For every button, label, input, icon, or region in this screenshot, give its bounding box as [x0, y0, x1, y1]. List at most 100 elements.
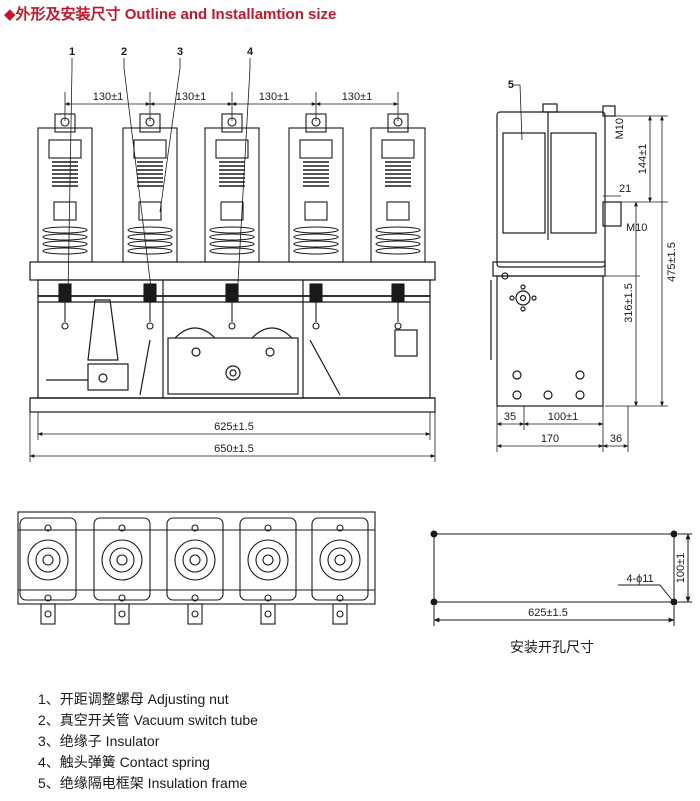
insulator-cap [304, 201, 328, 221]
dim-475-label: 475±1.5 [666, 242, 678, 282]
insulator-shed [42, 233, 88, 241]
side-dimensions [496, 84, 668, 452]
top-unit-body [93, 517, 151, 601]
side-view [490, 103, 622, 407]
legend-text: 触头弹簧 Contact spring [59, 754, 210, 770]
top-unit-ring [182, 547, 208, 573]
top-unit-ring [174, 539, 216, 581]
parts-legend: 1、开距调整螺母 Adjusting nut 2、真空开关管 Vacuum sw… [38, 689, 258, 794]
dim-100-label: 100±1 [548, 411, 579, 423]
top-unit-bolt [118, 610, 126, 618]
top-unit-bolt [44, 524, 52, 532]
thread-top-label: M10 [614, 118, 626, 139]
top-unit [93, 517, 151, 625]
top-unit-ring [255, 547, 281, 573]
mechanism-block [167, 337, 299, 395]
pitch-label: 130±1 [259, 91, 290, 103]
pole-housing [122, 127, 178, 263]
top-unit-bolt [264, 594, 272, 602]
legend-item: 4、触头弹簧 Contact spring [38, 752, 258, 773]
pole [204, 113, 260, 330]
side-dim-text: 5 M10 M10 144±1 21 475±1.5 316±1.5 35 10… [504, 79, 678, 445]
top-unit-terminal [114, 603, 130, 625]
top-unit-body [239, 517, 297, 601]
top-unit-ring [27, 539, 69, 581]
top-unit-bolt [44, 594, 52, 602]
top-unit-body [311, 517, 369, 601]
mounting-dim-text: 100±1 625±1.5 4-ϕ11 [528, 553, 687, 619]
mounting-hole [670, 598, 678, 606]
contact-spring [143, 283, 157, 303]
insulator-shed [127, 240, 173, 248]
top-unit-ring [327, 547, 353, 573]
top-unit-bolt [191, 610, 199, 618]
front-dimensions [29, 58, 436, 462]
page-title: ◆外形及安装尺寸 Outline and Installamtion size [4, 6, 337, 23]
top-unit-bolt [264, 610, 272, 618]
width-outer-label: 650±1.5 [214, 443, 254, 455]
mounting-drawing [430, 530, 692, 626]
top-unit-ring [109, 547, 135, 573]
top-unit-ring [101, 539, 143, 581]
top-unit [239, 517, 297, 625]
top-unit-bolt [264, 524, 272, 532]
insulator-shed [209, 247, 255, 255]
callout-label: 2 [121, 46, 127, 58]
pole [288, 113, 344, 330]
contact-spring [309, 283, 323, 303]
insulator-shed [209, 233, 255, 241]
insulator-shed [375, 226, 421, 234]
mounting-caption: 安装开孔尺寸 [510, 639, 594, 655]
pole [122, 113, 178, 330]
contact-spring [225, 283, 239, 303]
top-unit-bolt [336, 594, 344, 602]
terminal-block [381, 139, 415, 159]
pole-housing [288, 127, 344, 263]
top-unit-hub [42, 554, 54, 566]
top-unit-body [19, 517, 77, 601]
side-terminal [602, 201, 622, 227]
insulator-shed [127, 247, 173, 255]
mounting-width-label: 625±1.5 [528, 607, 568, 619]
top-unit [166, 517, 224, 625]
front-view [29, 261, 436, 413]
pitch-label: 130±1 [176, 91, 207, 103]
top-unit-hub [262, 554, 274, 566]
legend-item: 1、开距调整螺母 Adjusting nut [38, 689, 258, 710]
pole-housing [370, 127, 426, 263]
insulator-shed [42, 240, 88, 248]
pole [37, 113, 93, 330]
legend-number: 3、 [38, 733, 60, 749]
dim-316-label: 316±1.5 [623, 283, 635, 323]
terminal-block [133, 139, 167, 159]
poles [37, 113, 426, 330]
pole [370, 113, 426, 330]
contact-spring [391, 283, 405, 303]
push-rod-nut [394, 322, 402, 330]
insulator-shed [375, 247, 421, 255]
side-window-right [550, 132, 597, 234]
legend-number: 5、 [38, 775, 60, 791]
terminal-block [215, 139, 249, 159]
width-inner-label: 625±1.5 [214, 421, 254, 433]
push-rod-nut [228, 322, 236, 330]
top-unit-hub [334, 554, 346, 566]
top-unit [19, 517, 77, 625]
mounting-hole [430, 598, 438, 606]
insulator-shed [209, 240, 255, 248]
legend-item: 2、真空开关管 Vacuum switch tube [38, 710, 258, 731]
mounting-height-label: 100±1 [675, 553, 687, 584]
legend-text: 开距调整螺母 Adjusting nut [59, 691, 229, 707]
mounting-hole [430, 530, 438, 538]
legend-text: 绝缘隔电框架 Insulation frame [59, 775, 248, 791]
top-unit [311, 517, 369, 625]
legend-number: 1、 [38, 691, 60, 707]
legend-number: 4、 [38, 754, 60, 770]
base-plate-top [29, 261, 436, 281]
top-unit-hub [189, 554, 201, 566]
top-units [19, 517, 369, 625]
insulator-shed [42, 226, 88, 234]
right-block [394, 329, 418, 357]
callout-label: 4 [247, 46, 254, 58]
